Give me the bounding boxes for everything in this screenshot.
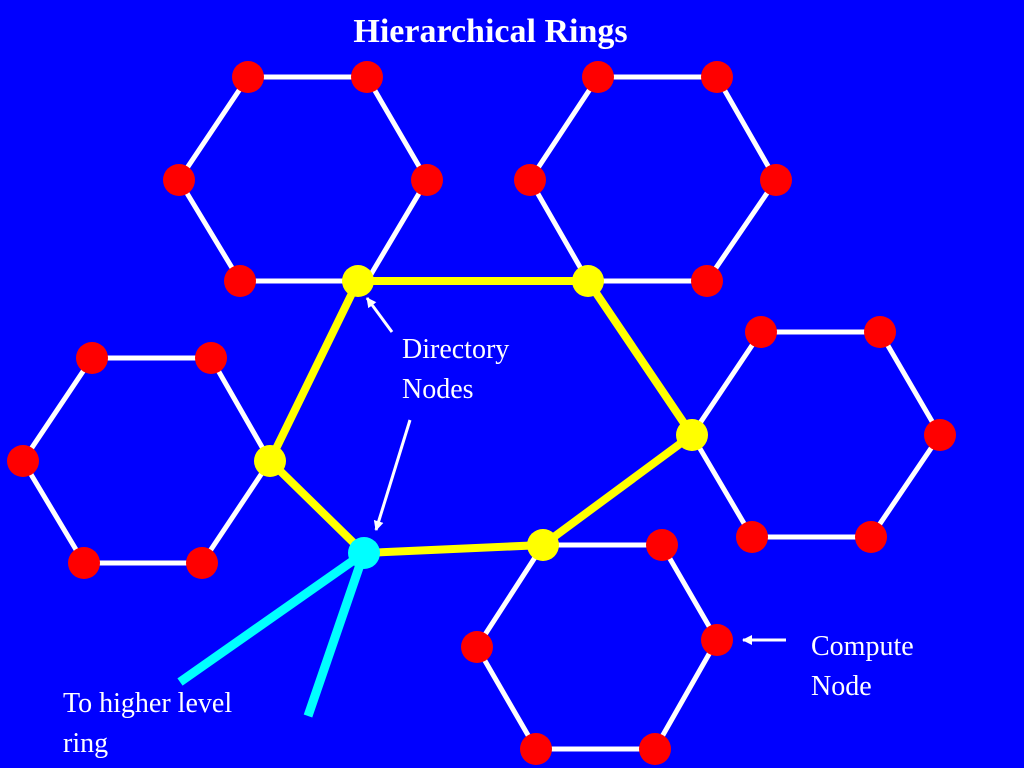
- directory-node: [676, 419, 708, 451]
- compute-node: [461, 631, 493, 663]
- directory-nodes-arrow: [373, 419, 412, 531]
- compute-node: [163, 164, 195, 196]
- compute-node: [701, 624, 733, 656]
- compute-nodes: [7, 61, 956, 765]
- compute-node: [68, 547, 100, 579]
- directory-nodes: [254, 265, 708, 569]
- slide-title: Hierarchical Rings: [353, 13, 628, 50]
- compute-node: [855, 521, 887, 553]
- directory-node: [527, 529, 559, 561]
- directory-node: [572, 265, 604, 297]
- compute-node: [520, 733, 552, 765]
- compute-node: [646, 529, 678, 561]
- higher-level-link: [177, 549, 367, 686]
- directory-nodes-label: Directory Nodes: [402, 334, 510, 405]
- higher-level-ring-label: To higher level ring: [63, 688, 233, 759]
- higher-level-directory-node: [348, 537, 380, 569]
- directory-nodes-arrow: [365, 297, 394, 333]
- compute-node: [924, 419, 956, 451]
- compute-node: [186, 547, 218, 579]
- annotation-arrows: [365, 297, 786, 645]
- compute-node: [351, 61, 383, 93]
- higher-level-link: [303, 551, 369, 718]
- compute-node: [232, 61, 264, 93]
- compute-node: [864, 316, 896, 348]
- directory-node: [254, 445, 286, 477]
- compute-node: [736, 521, 768, 553]
- compute-node: [514, 164, 546, 196]
- compute-node: [411, 164, 443, 196]
- compute-node: [701, 61, 733, 93]
- compute-node: [7, 445, 39, 477]
- compute-node: [224, 265, 256, 297]
- compute-node-label: Compute Node: [811, 631, 914, 702]
- compute-node: [195, 342, 227, 374]
- higher-level-links: [177, 549, 369, 718]
- ring-bottom: [474, 542, 720, 752]
- ring-middle-right: [689, 329, 943, 540]
- compute-node: [745, 316, 777, 348]
- compute-node: [76, 342, 108, 374]
- compute-node: [760, 164, 792, 196]
- ring-top-left: [176, 74, 430, 284]
- compute-node: [691, 265, 723, 297]
- compute-node: [582, 61, 614, 93]
- directory-node: [342, 265, 374, 297]
- ring-top-right: [527, 74, 779, 284]
- compute-node: [639, 733, 671, 765]
- ring-middle-left: [20, 355, 273, 566]
- directory-ring-link: [266, 277, 696, 557]
